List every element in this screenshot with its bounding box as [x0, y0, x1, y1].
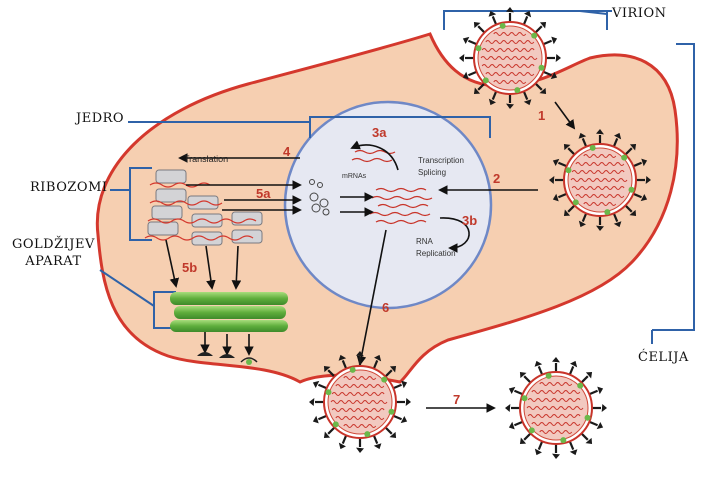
label-ribozomi: RIBOZOMI [30, 180, 108, 195]
label-brackets [99, 10, 695, 344]
label-celija: ĆELIJA [638, 350, 689, 365]
rna-genomes [351, 149, 433, 225]
step-5b: 5b [182, 260, 197, 275]
label-goldzijev-line2: APARAT [25, 254, 82, 269]
label-jedro: JEDRO [76, 111, 125, 126]
virions [309, 7, 651, 459]
label-virion: VIRION [612, 6, 667, 21]
ribosomes [144, 169, 263, 246]
virion-top [459, 7, 561, 109]
rna-text: RNA [416, 237, 434, 246]
mrna-dots [309, 179, 330, 216]
golgi-apparatus [170, 292, 288, 332]
step-3b: 3b [462, 213, 477, 228]
step-5a: 5a [256, 186, 271, 201]
transcription-text: Transcription [418, 156, 464, 165]
step-3a: 3a [372, 125, 387, 140]
label-goldzijev-line1: GOLDŽIJEV [12, 237, 95, 252]
step-2: 2 [493, 171, 500, 186]
nucleus [283, 100, 493, 310]
step-7: 7 [453, 392, 460, 407]
label-goldzijev-aparat: GOLDŽIJEV APARAT [12, 236, 95, 270]
replication-text: Replication [416, 249, 456, 258]
step-4: 4 [283, 144, 291, 159]
step-1: 1 [538, 108, 545, 123]
vesicles [197, 352, 258, 365]
translation-text: Translation [184, 154, 228, 164]
splicing-text: Splicing [418, 168, 446, 177]
virion-entering [549, 129, 651, 231]
mrnas-text: mRNAs [342, 173, 367, 180]
flow-arrows [165, 101, 576, 413]
virion-budding [309, 351, 411, 453]
step-6: 6 [382, 300, 389, 315]
virion-released [505, 357, 607, 459]
